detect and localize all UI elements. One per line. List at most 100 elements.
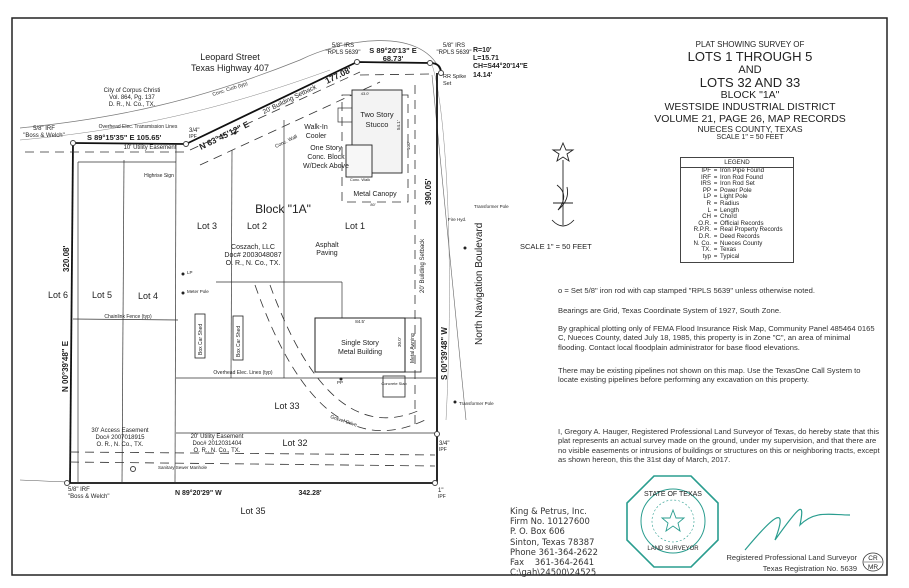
legend-abbr: LP [703, 193, 711, 201]
legend-item: IRF=Iron Rod Found [681, 173, 793, 182]
plat-label-rr-spike: RR Spike [443, 74, 467, 80]
legend-abbr: CH [702, 213, 711, 221]
plat-label-overhead: Overhead Elec. Lines (typ) [213, 370, 273, 376]
legend-equals: = [713, 246, 718, 254]
note-monument-symbol: o = Set 5/8" iron rod with cap stamped "… [558, 286, 815, 295]
legend-abbr: PP [702, 186, 711, 194]
diag-distance-label: 177.08' [323, 65, 353, 86]
plat-label-ipf-e-b: IPF [439, 447, 447, 453]
north-arrow-icon [551, 141, 575, 227]
scale-label: SCALE 1" = 50 FEET [520, 242, 592, 251]
company-block: King & Petrus, Inc. Firm No. 10127600 P.… [510, 506, 598, 577]
plat-label-utility-easement: 10' Utility Easement [123, 145, 177, 151]
box-car-shed-label-1: Box Car Shed [198, 324, 204, 355]
legend-abbr: O.R. [698, 219, 711, 227]
plat-label-owner3: O. R., N. Co., TX. [225, 260, 281, 267]
legend-item: R.P.R.=Real Property Records [681, 227, 793, 234]
plat-label-ipf-se: 1" [438, 488, 444, 494]
title-line: LOTS 1 THROUGH 5 [687, 48, 813, 64]
legend-meaning: Typical [720, 252, 740, 260]
legend-abbr: IRF [701, 173, 711, 181]
plat-label-highrise-sign: Highrise Sign [144, 173, 174, 179]
plat-label-stucco: Stucco [365, 120, 389, 129]
plat-label-city-ref1: City of Corpus Christi [103, 88, 161, 94]
legend-meaning: Chord [720, 213, 737, 221]
plat-label-one-story3: W/Deck Above [303, 163, 349, 170]
adjacent-line [19, 479, 68, 483]
legend-equals: = [713, 186, 718, 194]
plat-label-owner2: Doc# 2003048087 [224, 252, 282, 259]
company-fax: Fax 361-364-2641 [510, 557, 595, 568]
plat-label-cooler: Cooler [305, 133, 327, 140]
legend-item: LP=Light Pole [681, 194, 793, 201]
company-file-path: C:\gah\24500\24525 [510, 567, 597, 578]
legend-item: PP=Power Pole [681, 186, 793, 195]
street-curb-line [19, 40, 441, 129]
east-distance-label: 390.05' [424, 179, 433, 205]
legend-abbr: IPF [701, 167, 711, 174]
legend-equals: = [713, 252, 718, 260]
legend-meaning: Radius [720, 199, 740, 207]
legend-equals: = [713, 193, 718, 201]
cr-mr-badge [862, 552, 884, 572]
plat-label-lot5: Lot 5 [91, 290, 113, 300]
surveyor-signature [744, 508, 851, 551]
plat-label-city-ref3: D. R., N. Co., TX. [108, 102, 156, 108]
plat-label-fire-hyd: Fire Hyd. [448, 217, 467, 222]
plat-label-conc-walk: Conc. Walk [349, 177, 371, 182]
legend-equals: = [713, 239, 718, 247]
legend-abbr: D.R. [698, 232, 711, 240]
west-bearing-label: N 00°39'48" E [61, 340, 70, 392]
legend-meaning: Iron Rod Found [720, 173, 763, 181]
plat-label-curve-r: R=10' [473, 47, 492, 54]
dim-100: 100' [406, 141, 411, 150]
plat-label-dist-north2: 68.73' [382, 54, 404, 63]
title-line: WESTSIDE INDUSTRIAL DISTRICT [664, 101, 836, 114]
legend-meaning: Official Records [720, 219, 764, 227]
plat-label-bearing-north2: S 89°20'13" E [369, 46, 417, 55]
legend-header: LEGEND [681, 158, 793, 168]
plat-label-lot6: Lot 6 [47, 290, 69, 300]
awning-label: Metal Awning [410, 333, 416, 363]
plat-label-irf-sw: 5/8" IRF [68, 487, 90, 493]
legend-equals: = [713, 226, 718, 234]
plat-label-two-story: Two Story [360, 110, 394, 119]
plat-label-lot3: Lot 3 [196, 221, 218, 231]
plat-label-asphalt2: Paving [316, 250, 338, 257]
plat-label-street: Leopard Street [200, 52, 260, 62]
legend-equals: = [713, 232, 718, 240]
plat-label-walk-in: Walk-In [304, 124, 328, 131]
legend-abbr: typ [702, 252, 711, 260]
plat-label-irf-nw-name: "Boss & Welch" [23, 133, 65, 139]
one-story-block-building [345, 144, 373, 178]
plat-label-access1: 30' Access Easement [91, 428, 149, 434]
legend-meaning: Nueces County [720, 239, 763, 247]
legend-item: N. Co.=Nueces County [681, 239, 793, 248]
legend-item: IPF=Iron Pipe Found [681, 167, 793, 175]
plat-label-chainlink: Chainlink Fence (typ) [104, 314, 152, 320]
legend-abbr: IRS [700, 180, 711, 188]
easement-lines [25, 71, 436, 467]
legend-item: L=Length [681, 206, 793, 215]
east-setback-label: 20' Building Setback [420, 238, 426, 293]
legend-abbr: R.P.R. [693, 226, 711, 234]
east-bearing-label: S 00°39'48" W [440, 327, 449, 380]
plat-label-lp: LP [187, 270, 193, 275]
plat-label-util20-1: 20' Utility Easement [190, 434, 244, 440]
plat-label-asphalt1: Asphalt [315, 242, 339, 249]
plat-label-single-dim: 84.5' [355, 319, 365, 324]
legend-meaning: Iron Pipe Found [720, 167, 765, 174]
pole-markers [181, 131, 467, 404]
plat-label-irs1-b: "RPLS 5639" [325, 50, 361, 56]
legend-equals: = [713, 167, 718, 174]
legend-meaning: Length [720, 206, 739, 214]
plat-label-one-story1: One Story [310, 145, 342, 152]
title-line: NUECES COUNTY, TEXAS [697, 124, 803, 135]
plat-label-single2: Metal Building [338, 349, 382, 356]
box-car-shed-1 [194, 313, 206, 359]
dim-54: 54.1' [396, 120, 401, 130]
plat-label-block: Block "1A" [255, 202, 311, 216]
plat-label-bearing-north1: S 89°15'35" E 105.65' [87, 133, 162, 142]
plat-label-lot32: Lot 32 [282, 438, 308, 448]
